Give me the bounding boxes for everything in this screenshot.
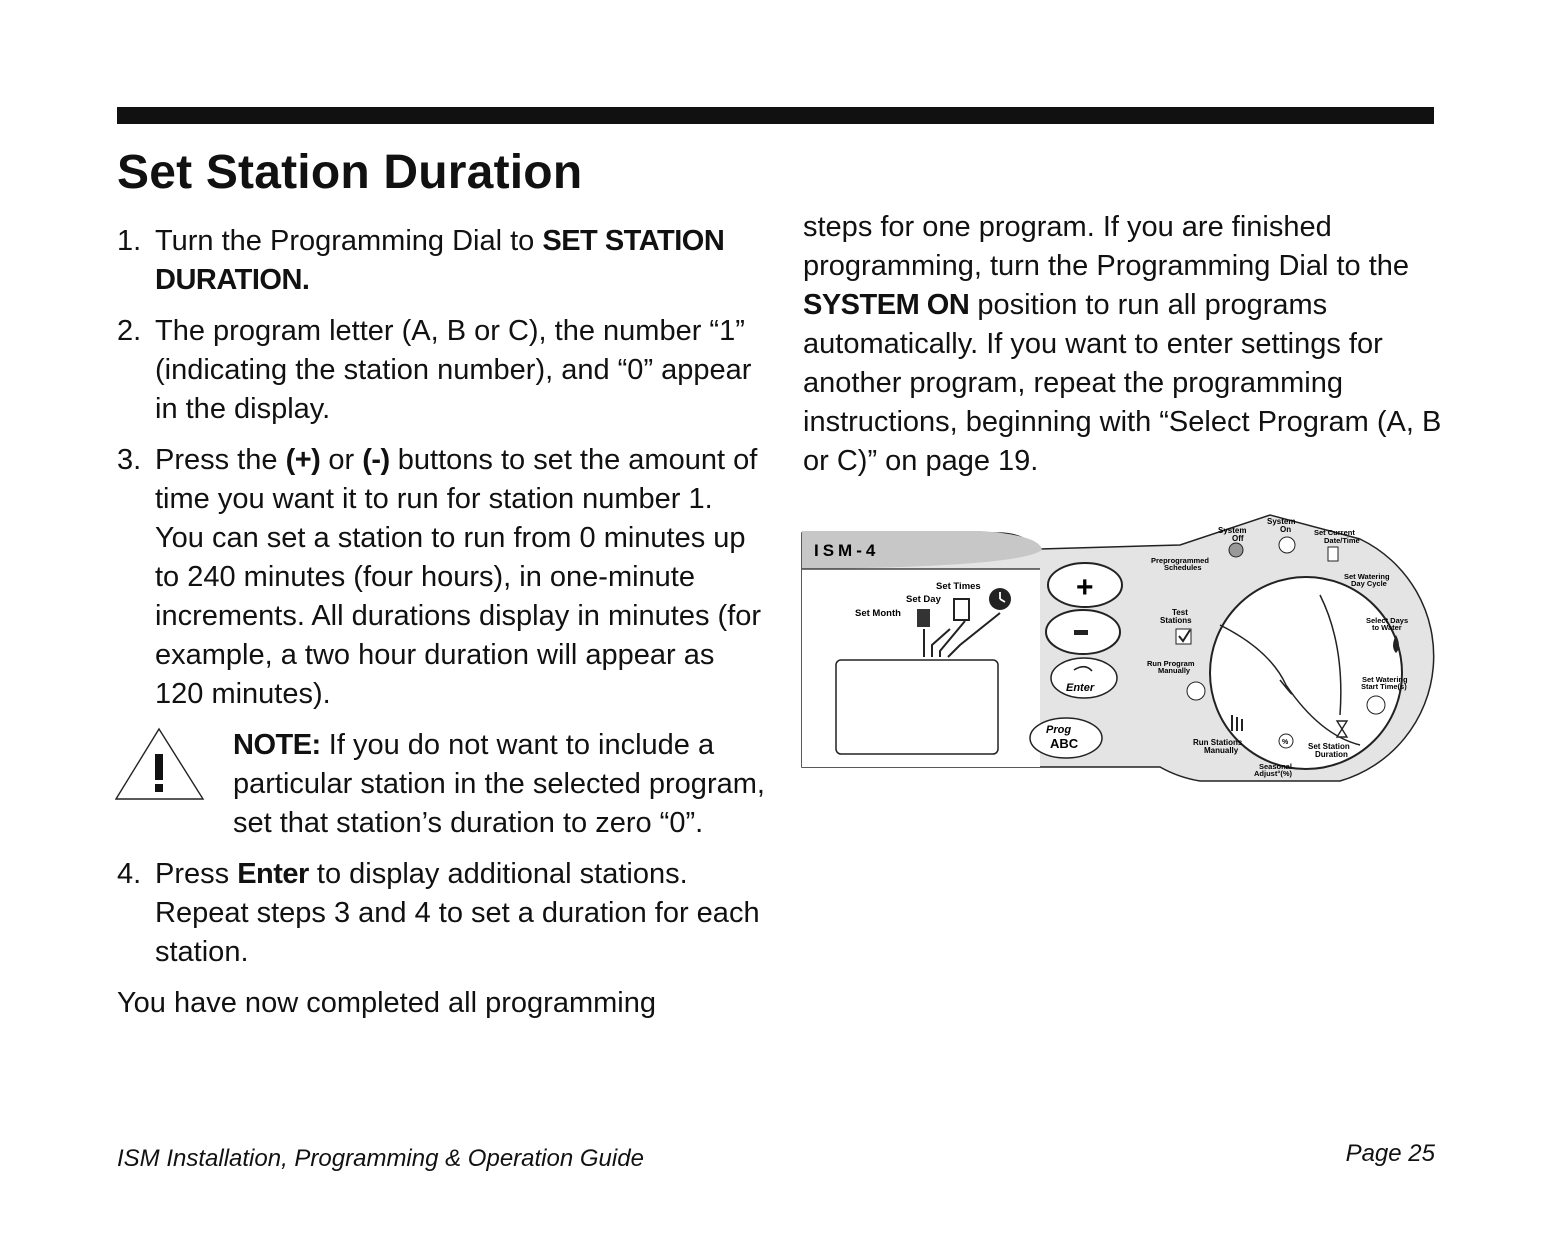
dial-setting-label: SET STATION DURATION. [155,225,725,296]
step-number: 1. [117,225,142,257]
minus-button-label: (-) [362,444,390,476]
enter-button[interactable]: Enter [1050,657,1118,699]
programming-dial[interactable] [1209,576,1403,770]
step-text: Press the [155,444,286,476]
select-days-label: Select Days [1366,616,1408,625]
system-on-label: On [1280,525,1291,534]
dial-pointer [1219,594,1361,746]
step-2: 2. The program letter (A, B or C), the nu… [117,312,767,429]
name-plate [802,531,1042,569]
left-column: 1. Turn the Programming Dial to SET STATI… [115,222,767,1023]
run-program-label: Run Program [1147,659,1195,668]
minus-button[interactable] [1045,609,1121,655]
note-block: NOTE: If you do not want to include a pa… [115,726,767,843]
preprogrammed-label: Schedules [1164,563,1202,572]
enter-button-label: Enter [237,858,309,890]
test-stations-label: Test [1172,608,1188,617]
step-text: or [320,444,363,476]
run-program-label: Manually [1158,666,1191,675]
system-on-label: System [1267,517,1295,526]
start-times-label: Set Watering [1362,675,1408,684]
step-text: Turn the Programming Dial to [155,225,543,257]
calendar-day-icon [953,598,970,621]
note-text: If you do not want to include a particul… [233,729,765,839]
power-icon [1278,536,1296,554]
header-rule [117,107,1434,124]
hand-icon [1186,681,1206,701]
calendar-icon [1327,546,1339,562]
run-stations-label: Manually [1204,746,1239,755]
step-number: 2. [117,315,142,347]
plus-button-label: (+) [285,444,321,476]
prog-button[interactable]: Prog ABC [1029,717,1103,759]
seasonal-adjust-label: Adjust°(%) [1254,769,1292,778]
return-arrow-icon [1073,665,1093,672]
controller-panel-figure: ISM-4 Set Times Set Day Set Month + Ente… [801,514,1435,782]
step-number: 4. [117,858,142,890]
step-text: The program letter (A, B or C), the numb… [155,315,752,425]
step-text: buttons to set the amount of time you wa… [155,444,762,710]
calendar-month-icon [917,609,930,627]
note-label: NOTE: [233,729,321,761]
test-stations-label: Stations [1160,616,1192,625]
svg-text:%: % [1282,739,1289,746]
step-3: 3. Press the (+) or (-) buttons to set th… [117,441,767,714]
system-off-label: Off [1232,534,1244,543]
set-times-label: Set Times [936,581,981,592]
step-text: Press [155,858,238,890]
prog-label: Prog [1046,724,1071,736]
model-name: ISM-4 [814,541,879,560]
set-month-label: Set Month [855,608,901,619]
enter-label: Enter [1066,682,1095,694]
start-times-label: Start Time(s) [1361,682,1407,691]
paragraph-text: steps for one program. If you are finish… [803,211,1410,282]
step-4: 4. Press Enter to display additional stat… [117,855,767,972]
warning-triangle-icon [115,727,205,800]
lcd-display [835,659,999,755]
step-number: 3. [117,444,142,476]
run-stations-label: Run Stations [1193,738,1243,747]
select-days-label: to Water [1372,623,1402,632]
system-off-indicator [1228,542,1244,558]
svg-text:+: + [1076,571,1094,604]
watering-cycle-label: Set Watering [1344,572,1390,581]
set-current-label: Set Current [1314,528,1355,537]
system-on-label: SYSTEM ON [803,289,970,321]
set-current-label: Date/Time [1324,536,1360,545]
hourglass-icon [1335,720,1349,738]
left-tail-text: You have now completed all programming [117,987,656,1019]
step-text: to display additional stations. Repeat s… [155,858,760,968]
page-title: Set Station Duration [117,146,583,199]
abc-label: ABC [1050,736,1079,751]
percent-icon [1278,733,1294,749]
hand-icon [1231,715,1243,731]
right-column: steps for one program. If you are finish… [803,208,1443,481]
plus-button[interactable]: + [1047,562,1123,608]
station-duration-label: Duration [1315,750,1348,759]
system-off-label: System [1218,526,1246,535]
paragraph-text: position to run all programs automatical… [803,289,1442,477]
set-day-label: Set Day [906,594,942,605]
display-leader-lines [923,612,1001,658]
station-duration-label: Set Station [1308,742,1350,751]
clock-icon [1366,695,1386,715]
seasonal-adjust-label: Seasonal [1259,762,1292,771]
footer-guide-title: ISM Installation, Programming & Operatio… [117,1145,644,1172]
watering-cycle-label: Day Cycle [1351,579,1387,588]
page-number: Page 25 [1345,1140,1435,1167]
preprogrammed-label: Preprogrammed [1151,556,1209,565]
step-1: 1. Turn the Programming Dial to SET STATI… [117,222,767,300]
water-drop-icon [1393,635,1399,653]
